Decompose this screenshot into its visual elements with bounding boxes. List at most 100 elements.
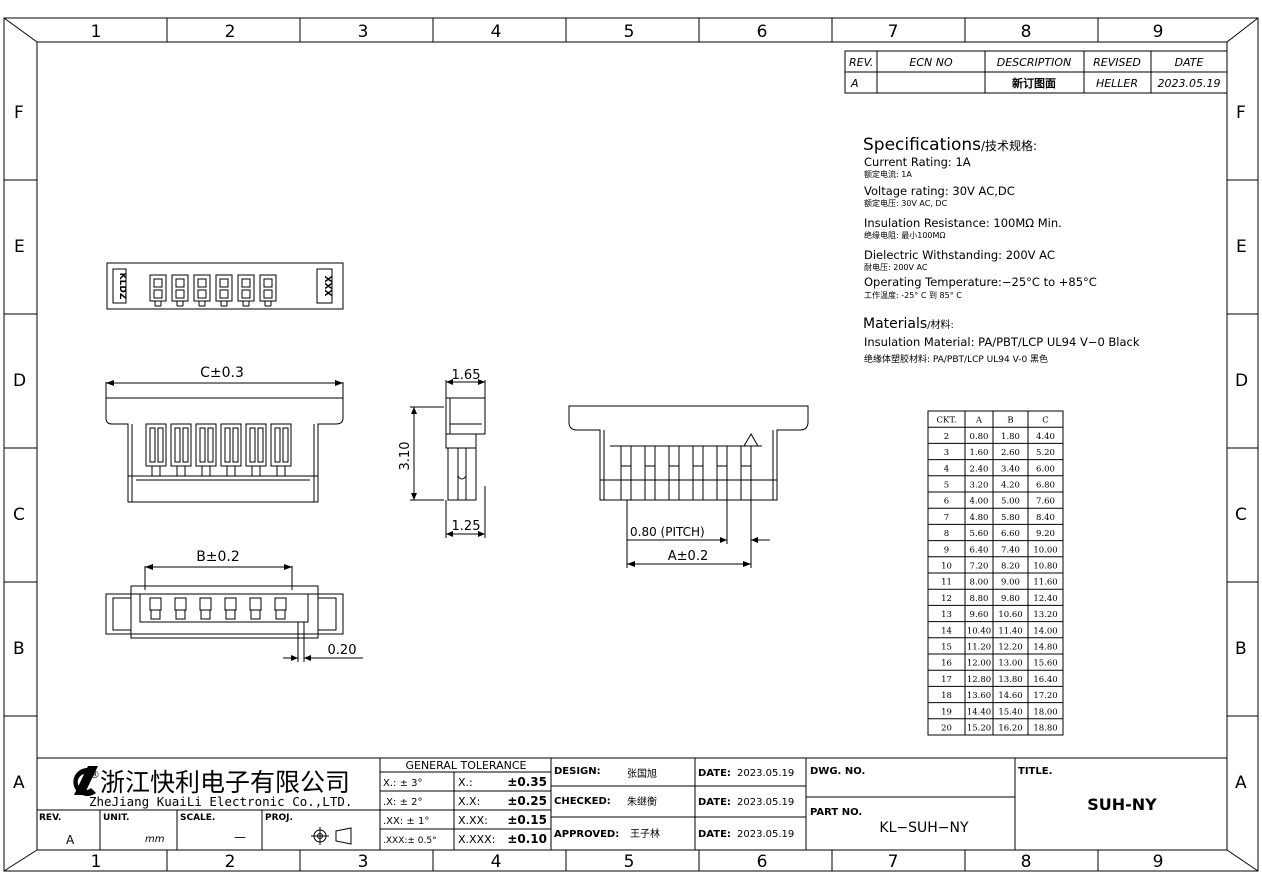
zone-col-7-bottom: 7	[888, 852, 899, 872]
tol-angle-1: X.: ± 3°	[383, 778, 423, 789]
ckt-table-cell: 3.40	[1001, 464, 1020, 474]
zone-row-e-right: E	[1236, 237, 1247, 257]
title-label: TITLE.	[1018, 766, 1052, 777]
zone-col-7: 7	[888, 22, 899, 42]
date-label-1: DATE:	[698, 768, 731, 779]
zone-col-5-bottom: 5	[624, 852, 635, 872]
tol-lin-label-2: X.X:	[458, 795, 480, 808]
ckt-table-cell: 8.40	[1036, 513, 1055, 523]
ckt-table-cell: 17.20	[1033, 691, 1057, 701]
connector-side-view: 1.65 3.10 1.25	[398, 368, 486, 538]
rev-header-rev: REV.	[849, 56, 873, 69]
ckt-table-cell: 10.00	[1033, 545, 1057, 555]
unit-value: mm	[145, 834, 165, 845]
zone-row-c-right: C	[1235, 505, 1247, 525]
zone-col-8-bottom: 8	[1021, 852, 1032, 872]
ckt-table-cell: 7.40	[1001, 545, 1020, 555]
zone-col-1: 1	[91, 22, 102, 42]
marking-kldz: KLDZ	[117, 273, 127, 300]
spec-item-1-cn: 额定电流: 1A	[864, 169, 912, 179]
ckt-table-cell: 20	[941, 724, 952, 734]
approved-value: 王子林	[630, 827, 660, 840]
unit-label: UNIT.	[103, 813, 129, 823]
rev-header-revised: REVISED	[1093, 56, 1141, 69]
ckt-table-cell: 14.40	[967, 707, 991, 717]
ckt-table-cell: 14.60	[998, 691, 1022, 701]
spec-item-5-en: Operating Temperature:−25°C to +85°C	[864, 275, 1097, 289]
rev-row-date: 2023.05.19	[1158, 77, 1221, 90]
ckt-table-cell: 12.00	[967, 659, 991, 669]
sheet-frame	[3, 17, 1259, 872]
ckt-table-cell: 3	[944, 448, 949, 458]
ckt-table-cell: 6.00	[1036, 464, 1055, 474]
scale-label: SCALE.	[180, 813, 215, 823]
zone-col-3-bottom: 3	[358, 852, 369, 872]
ckt-table-cell: 18	[941, 691, 952, 701]
ckt-table-cell: 3.20	[970, 481, 989, 491]
specs-title: Specifications/技术规格:	[863, 135, 1037, 155]
title-value: SUH-NY	[1087, 795, 1157, 814]
date-label-3: DATE:	[698, 829, 731, 840]
rev-header-description: DESCRIPTION	[997, 56, 1071, 69]
spec-item-4-en: Dielectric Withstanding: 200V AC	[864, 248, 1055, 262]
ckt-table-cell: 17	[941, 675, 952, 685]
ckt-table-cell: 13.00	[998, 659, 1022, 669]
date-value-3: 2023.05.19	[737, 829, 794, 840]
bottom-view-pins	[149, 597, 287, 620]
registered-mark: ®	[89, 768, 100, 781]
tol-lin-value-4: ±0.10	[507, 832, 547, 846]
zone-row-a-right: A	[1235, 773, 1247, 793]
zone-col-1-bottom: 1	[91, 852, 102, 872]
materials-en: Insulation Material: PA/PBT/LCP UL94 V−0…	[864, 335, 1140, 349]
tol-angle-4: .XXX:± 0.5°	[383, 836, 437, 846]
tol-lin-label-3: X.XX:	[458, 814, 488, 827]
tol-lin-value-3: ±0.15	[507, 813, 547, 827]
ckt-table-cell: 14.00	[1033, 626, 1057, 636]
zone-row-d: D	[13, 371, 26, 391]
company-name-en: ZheJiang KuaiLi Electronic Co.,LTD.	[89, 794, 352, 809]
ckt-table-cell: 11	[941, 578, 952, 588]
spec-item-5-cn: 工作温度: -25° C 到 85° C	[864, 290, 962, 300]
rev-row-revised: HELLER	[1096, 77, 1138, 90]
projection-symbol-icon	[311, 827, 352, 845]
ckt-table-cell: 5.80	[1001, 513, 1020, 523]
ckt-table-cell: 9.80	[1001, 594, 1020, 604]
tol-lin-value-1: ±0.35	[507, 775, 547, 789]
dim-a-label: A±0.2	[668, 549, 708, 564]
specs-title-cn: /技术规格:	[981, 138, 1037, 153]
rev-row-description: 新订图面	[1012, 76, 1056, 90]
zone-col-8: 8	[1021, 22, 1032, 42]
ckt-table-cell: 11.20	[967, 643, 991, 653]
ckt-table-cell: 13.60	[967, 691, 991, 701]
ckt-table-cell: 7.20	[970, 562, 989, 572]
ckt-table-cell: 6.80	[1036, 481, 1055, 491]
ckt-table-cell: 15.20	[967, 724, 991, 734]
ckt-table-cell: 6.40	[970, 545, 989, 555]
ckt-table-cell: 9	[944, 545, 949, 555]
ckt-table-cell: 13.80	[998, 675, 1022, 685]
part-no-value: KL−SUH−NY	[879, 820, 969, 836]
checked-value: 朱继衡	[627, 795, 657, 808]
company-name-cn: 浙江快利电子有限公司	[100, 768, 350, 797]
specifications-block: Specifications/技术规格: Current Rating: 1A …	[863, 135, 1140, 365]
zone-row-f-right: F	[1236, 103, 1246, 123]
ckt-table-cell: 4.40	[1036, 432, 1055, 442]
spec-item-3-cn: 绝缘电阻: 最小100MΩ	[864, 230, 946, 240]
ckt-table-cell: 11.40	[998, 626, 1022, 636]
zone-row-b-right: B	[1235, 639, 1247, 659]
design-label: DESIGN:	[554, 766, 601, 777]
ckt-table-cell: 14	[941, 626, 952, 636]
rev-header-ecn: ECN NO	[909, 56, 953, 69]
date-value-2: 2023.05.19	[737, 797, 794, 808]
ckt-table-cell: 5	[944, 481, 949, 491]
ckt-table-cell: 5.20	[1036, 448, 1055, 458]
date-value-1: 2023.05.19	[737, 768, 794, 779]
ckt-table-cell: 9.20	[1036, 529, 1055, 539]
zone-row-labels-left: F E D C B A	[13, 103, 26, 793]
tol-lin-label-4: X.XXX:	[458, 833, 495, 846]
dim-310-label: 3.10	[398, 442, 413, 471]
ckt-table-cell: 8.80	[970, 594, 989, 604]
zone-row-a: A	[13, 773, 25, 793]
